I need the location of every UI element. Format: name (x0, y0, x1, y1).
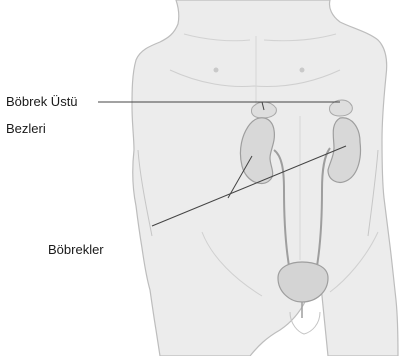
adrenal-glands-label-line1: Böbrek Üstü (6, 93, 78, 111)
left-nipple (214, 68, 219, 73)
adrenal-glands-label-line2: Bezleri (6, 120, 46, 138)
kidneys-label: Böbrekler (48, 241, 104, 259)
right-nipple (300, 68, 305, 73)
bladder (278, 262, 328, 302)
